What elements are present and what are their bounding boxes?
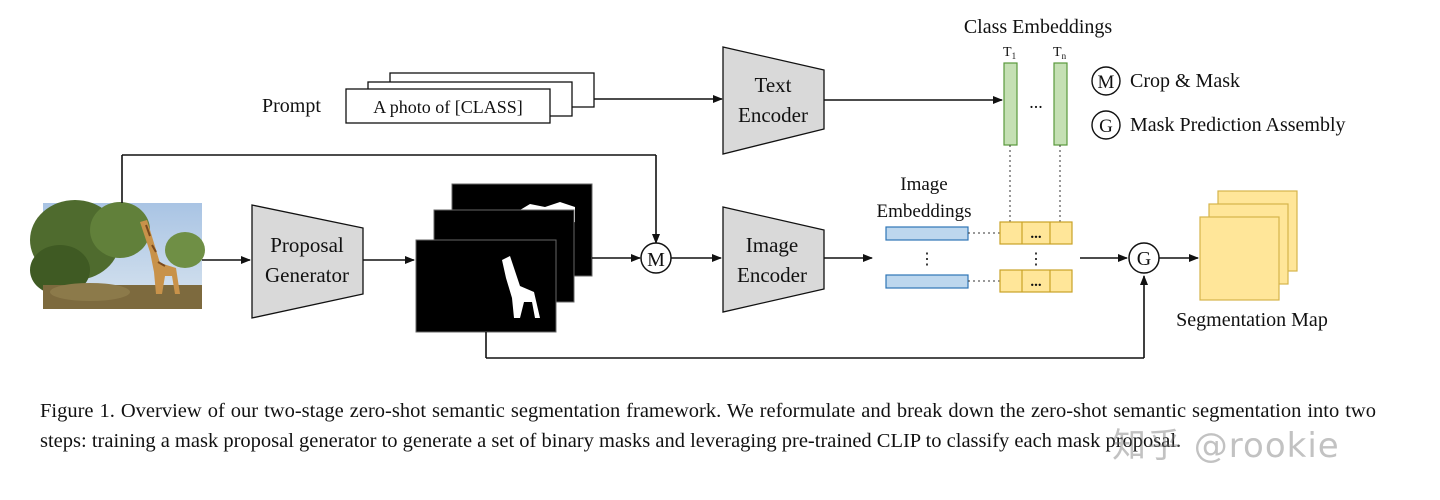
legend-g-symbol: G xyxy=(1099,116,1113,137)
proposal-generator-label-1: Proposal xyxy=(270,233,344,257)
score-row-last-ellipsis: ... xyxy=(1030,274,1042,290)
text-encoder-label-1: Text xyxy=(754,73,791,97)
mask-front xyxy=(415,239,557,333)
legend-m-circle xyxy=(1091,66,1121,96)
tn-label: Tn xyxy=(1053,45,1067,61)
image-embeddings-vdots: ⋮ xyxy=(919,251,935,268)
class-embedding-tn xyxy=(1053,62,1068,146)
legend-m-symbol: M xyxy=(1098,72,1115,93)
text-encoder-label-2: Encoder xyxy=(738,103,808,127)
t1-label: T1 xyxy=(1003,45,1016,61)
proposal-generator-block xyxy=(251,204,364,319)
prompt-label: Prompt xyxy=(262,95,321,117)
score-vdots: ⋮ xyxy=(1028,251,1044,268)
image-encoder-label-1: Image xyxy=(746,233,798,257)
crop-mask-symbol: M xyxy=(647,249,665,271)
image-encoder-label-2: Encoder xyxy=(737,263,807,287)
mask-proposals xyxy=(415,183,593,333)
score-row-last: ... xyxy=(999,269,1073,293)
image-embedding-last xyxy=(885,274,969,289)
text-encoder-block xyxy=(722,46,825,155)
figure-caption: Figure 1. Overview of our two-stage zero… xyxy=(40,400,1376,452)
prompt-card xyxy=(345,88,551,124)
prompt-stack: A photo of [CLASS] xyxy=(345,72,595,124)
segmentation-map-label: Segmentation Map xyxy=(1176,309,1328,331)
prompt-text: A photo of [CLASS] xyxy=(373,97,523,117)
class-embeddings-title: Class Embeddings xyxy=(964,16,1113,38)
image-encoder-block xyxy=(722,206,825,313)
legend-g-circle xyxy=(1091,110,1121,140)
class-embeddings-ellipsis: ... xyxy=(1029,92,1043,112)
image-embedding-first xyxy=(885,226,969,241)
score-row-first-ellipsis: ... xyxy=(1030,226,1042,242)
proposal-generator-label-2: Generator xyxy=(265,263,349,287)
mask-assembly-symbol: G xyxy=(1137,248,1151,270)
input-image xyxy=(30,200,205,309)
segmentation-map-stack xyxy=(1199,190,1298,301)
class-embedding-t1 xyxy=(1003,62,1018,146)
image-embeddings-label-2: Embeddings xyxy=(877,201,972,222)
image-embeddings-label-1: Image xyxy=(900,174,947,195)
segmentation-map-front xyxy=(1199,216,1280,301)
score-row-first: ... xyxy=(999,221,1073,245)
legend: M Crop & Mask G Mask Prediction Assembly xyxy=(1091,66,1346,140)
legend-m-label: Crop & Mask xyxy=(1130,70,1240,92)
legend-g-label: Mask Prediction Assembly xyxy=(1130,114,1346,136)
